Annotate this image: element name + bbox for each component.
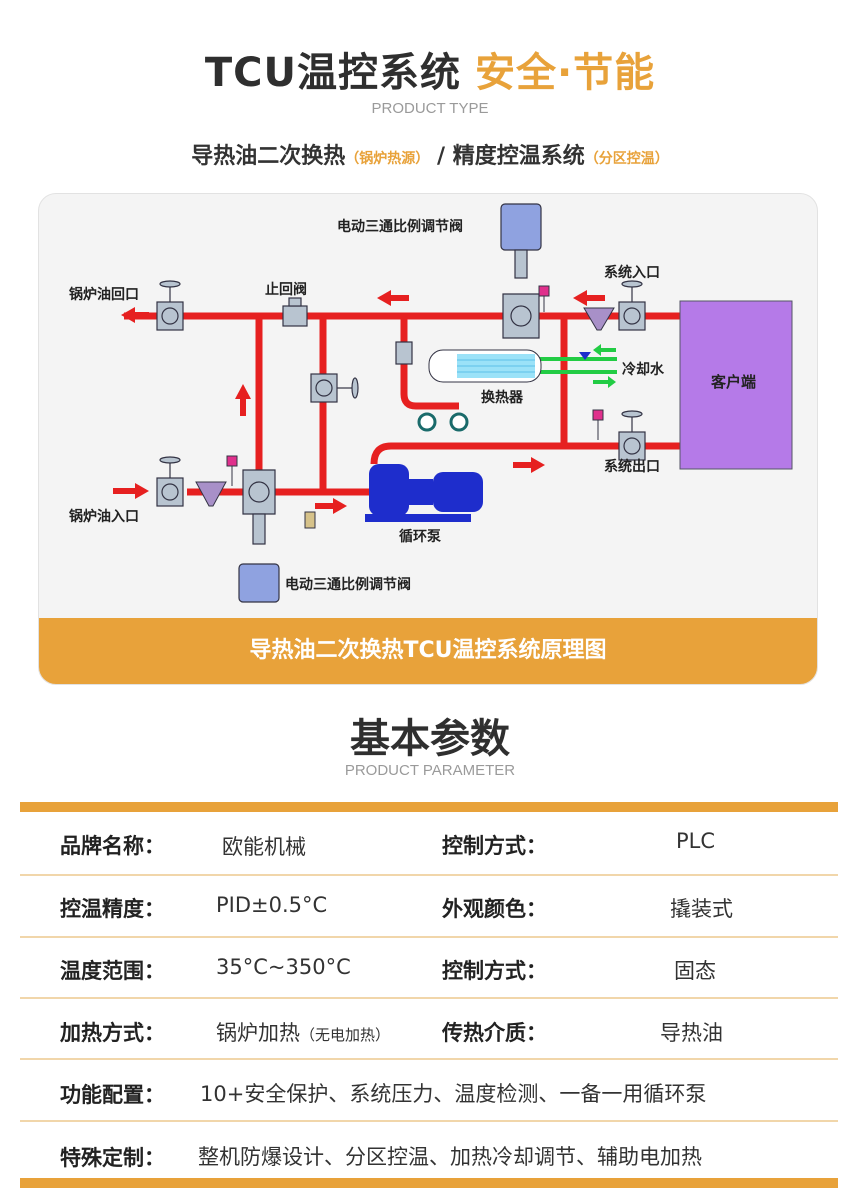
valve-system-in [618, 280, 646, 331]
valve-boiler-in [156, 456, 184, 507]
param-row: 加热方式： 锅炉加热（无电加热） 传热介质： 导热油 [20, 1000, 838, 1058]
row-divider [20, 1120, 838, 1122]
sub-separator: / [436, 144, 446, 169]
check-valve [282, 297, 308, 327]
sub-left-note: （锅炉热源） [345, 151, 430, 167]
row-divider [20, 1058, 838, 1060]
oil-flow-arrows [113, 290, 605, 514]
label-valve-bottom: 电动三通比例调节阀 [285, 577, 411, 593]
label-cooling-water: 冷却水 [622, 362, 664, 378]
param-key: 控温精度： [60, 897, 165, 921]
schematic-card: 电动三通比例调节阀 锅炉油回口 止回阀 系统入口 冷却水 换热器 客户端 锅炉油… [38, 193, 818, 685]
param-key: 加热方式： [60, 1021, 165, 1045]
params-top-bar [20, 802, 838, 812]
param-row: 功能配置： 10+安全保护、系统压力、温度检测、一备一用循环泵 [20, 1062, 838, 1120]
label-check-valve: 止回阀 [265, 282, 307, 298]
param-key: 功能配置： [60, 1083, 165, 1107]
label-valve-top: 电动三通比例调节阀 [337, 219, 463, 235]
param-key: 控制方式： [442, 834, 547, 858]
param-value-note: （无电加热） [300, 1026, 391, 1044]
param-row: 特殊定制： 整机防爆设计、分区控温、加热冷却调节、辅助电加热 [20, 1124, 838, 1182]
small-valve-left [395, 341, 413, 365]
page-title: TCU温控系统安全·节能 [0, 40, 860, 98]
title-accent: 安全·节能 [474, 50, 656, 96]
param-value: PLC [676, 829, 716, 853]
sub-right: 精度控温系统 [452, 144, 585, 169]
param-value: 锅炉加热（无电加热） [216, 1017, 390, 1047]
params-subtitle: PRODUCT PARAMETER [344, 762, 516, 779]
pressure-gauges [417, 412, 469, 432]
temp-sensors [226, 285, 604, 486]
diagram-caption: 导热油二次换热TCU温控系统原理图 [39, 618, 817, 684]
heat-exchanger [428, 349, 591, 383]
param-value-main: 锅炉加热 [216, 1021, 300, 1045]
label-system-in: 系统入口 [604, 265, 660, 281]
system-subheading: 导热油二次换热（锅炉热源） / 精度控温系统（分区控温） [0, 138, 860, 170]
label-heat-exchanger: 换热器 [481, 390, 523, 406]
param-value: 固态 [674, 959, 716, 983]
label-client: 客户端 [711, 373, 757, 391]
param-key: 传热介质： [442, 1021, 547, 1045]
row-divider [20, 997, 838, 999]
schematic-diagram [113, 203, 793, 603]
row-divider [20, 936, 838, 938]
param-value: 撬装式 [670, 897, 733, 921]
label-boiler-in: 锅炉油入口 [69, 509, 139, 525]
param-key: 特殊定制： [60, 1146, 165, 1170]
cooling-water-lines [539, 357, 617, 374]
product-type-label: PRODUCT TYPE [371, 100, 489, 117]
param-row: 品牌名称： 欧能机械 控制方式： PLC [20, 814, 838, 872]
three-way-valve-top [500, 203, 542, 339]
client-box [679, 300, 793, 470]
title-main: TCU温控系统 [204, 50, 461, 96]
param-key: 温度范围： [60, 959, 165, 983]
param-value: PID±0.5°C [216, 893, 328, 917]
param-key: 品牌名称： [60, 834, 165, 858]
params-title: 基本参数 [350, 716, 510, 762]
param-value: 整机防爆设计、分区控温、加热冷却调节、辅助电加热 [198, 1145, 702, 1169]
params-bottom-bar [20, 1178, 838, 1188]
circulation-pump [365, 464, 483, 522]
param-row: 控温精度： PID±0.5°C 外观颜色： 撬装式 [20, 876, 838, 934]
param-value: 导热油 [660, 1021, 723, 1045]
param-value: 35°C~350°C [216, 955, 351, 979]
param-key: 控制方式： [442, 959, 547, 983]
sub-left: 导热油二次换热 [191, 144, 346, 169]
valve-boiler-return [156, 280, 184, 331]
gate-valves [156, 280, 646, 507]
three-way-valve-bottom [238, 469, 280, 603]
param-value: 欧能机械 [222, 835, 306, 859]
label-boiler-return: 锅炉油回口 [69, 287, 139, 303]
strainers [195, 307, 615, 507]
sub-right-note: （分区控温） [584, 151, 669, 167]
param-key: 外观颜色： [442, 897, 547, 921]
label-pump: 循环泵 [399, 529, 441, 545]
label-system-out: 系统出口 [604, 459, 660, 475]
cooling-arrows [593, 344, 616, 388]
param-value: 10+安全保护、系统压力、温度检测、一备一用循环泵 [200, 1082, 707, 1106]
valve-system-out [618, 410, 646, 461]
valve-bypass [310, 373, 359, 403]
small-actuator [304, 511, 316, 529]
param-row: 温度范围： 35°C~350°C 控制方式： 固态 [20, 938, 838, 996]
row-divider [20, 874, 838, 876]
